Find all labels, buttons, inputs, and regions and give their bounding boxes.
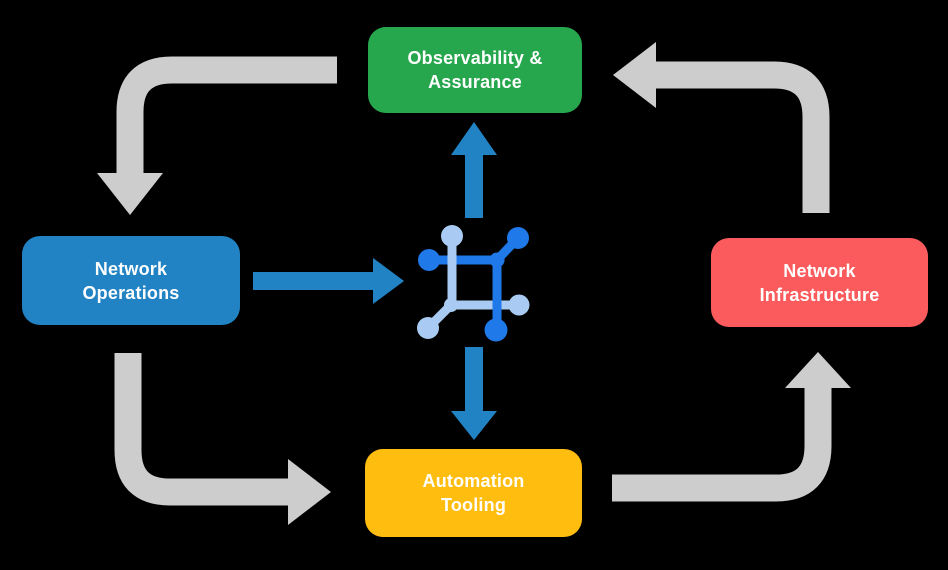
cycle-arrow-automation-to-infrastructure (612, 352, 851, 502)
node-label-line: Tooling (440, 495, 507, 515)
cycle-arrow-observability-to-operations (97, 56, 337, 215)
arrow-center-to-observability (451, 122, 497, 218)
node-label-line: Operations (82, 282, 180, 303)
cycle-arrow-operations-to-automation (114, 353, 331, 525)
node-network-infrastructure: Network Infrastructure (711, 238, 928, 327)
arrow-center-to-automation (451, 347, 497, 440)
node-observability-assurance: Observability & Assurance (368, 27, 582, 113)
node-automation-tooling: Automation Tooling (365, 449, 582, 537)
cycle-arrow-infrastructure-to-observability (613, 42, 830, 213)
node-label-line: Infrastructure (759, 284, 880, 305)
network-platform-icon (417, 225, 530, 342)
arrow-operations-to-center (253, 258, 404, 304)
node-label-line: Network (783, 260, 856, 281)
node-label-line: Network (94, 258, 168, 279)
node-label-line: Automation (422, 471, 525, 491)
node-label-line: Observability & (407, 48, 543, 68)
node-label-line: Assurance (428, 72, 522, 92)
node-network-operations: Network Operations (22, 236, 240, 325)
